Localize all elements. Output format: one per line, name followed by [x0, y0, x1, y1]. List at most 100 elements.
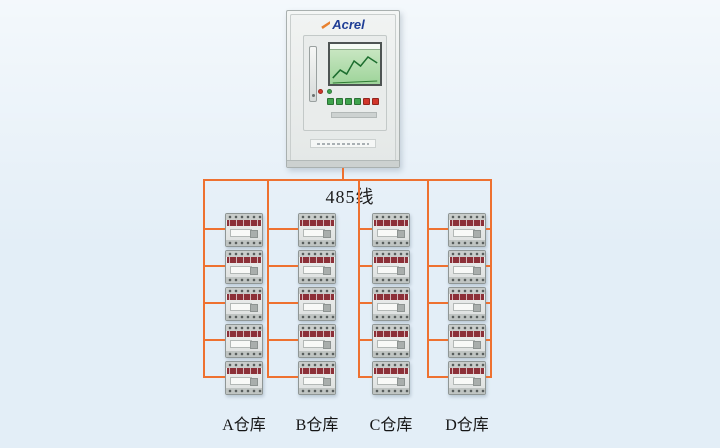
meter-module: [448, 287, 486, 321]
bus-line-vertical: [358, 179, 360, 378]
meter-module: [372, 361, 410, 395]
terminal-strip-bottom: [299, 388, 335, 394]
warehouse-label: B仓库: [295, 417, 339, 434]
bus-stub: [358, 376, 372, 378]
meter-body: [449, 337, 485, 351]
terminal-strip-top: [226, 288, 262, 294]
terminal-strip-bottom: [373, 314, 409, 320]
terminal-strip-bottom: [373, 351, 409, 357]
bus-label: 485线: [325, 187, 375, 207]
bus-stub: [486, 265, 490, 267]
meter-module: [225, 213, 263, 247]
terminal-strip-bottom: [449, 351, 485, 357]
meter-module: [298, 324, 336, 358]
meter-band: [227, 331, 261, 337]
bus-stub: [358, 228, 372, 230]
bus-line-vertical: [267, 179, 269, 378]
meter-band: [374, 368, 408, 374]
bus-stub: [486, 302, 490, 304]
bus-stub: [486, 376, 490, 378]
control-button: [354, 98, 361, 105]
bus-stub: [358, 302, 372, 304]
meter-band: [227, 294, 261, 300]
terminal-strip-top: [373, 325, 409, 331]
bus-stub: [358, 339, 372, 341]
meter-module: [372, 213, 410, 247]
meter-band: [450, 220, 484, 226]
indicator-light: [327, 89, 332, 94]
control-buttons: [327, 98, 379, 105]
meter-module: [225, 287, 263, 321]
meter-band: [450, 331, 484, 337]
terminal-strip-top: [373, 214, 409, 220]
terminal-strip-top: [226, 325, 262, 331]
meter-band: [300, 294, 334, 300]
meter-module: [225, 250, 263, 284]
meter-band: [450, 368, 484, 374]
bus-stub: [203, 376, 225, 378]
acrel-logo-mark-icon: [321, 21, 331, 29]
terminal-strip-top: [449, 251, 485, 257]
terminal-strip-top: [449, 288, 485, 294]
meter-module: [225, 324, 263, 358]
meter-band: [227, 257, 261, 263]
lcd-header: [330, 44, 380, 50]
meter-display: [230, 229, 252, 237]
meter-band: [374, 257, 408, 263]
terminal-strip-top: [299, 251, 335, 257]
bus-stub: [427, 339, 448, 341]
warehouse-label: C仓库: [369, 417, 413, 434]
cabinet-base: [287, 160, 399, 167]
meter-body: [373, 337, 409, 351]
terminal-strip-bottom: [449, 277, 485, 283]
terminal-strip-top: [449, 214, 485, 220]
terminal-strip-bottom: [373, 277, 409, 283]
meter-body: [449, 300, 485, 314]
meter-band: [300, 220, 334, 226]
bus-stub: [267, 339, 298, 341]
terminal-strip-bottom: [299, 314, 335, 320]
meter-display: [453, 377, 475, 385]
control-button: [372, 98, 379, 105]
terminal-strip-bottom: [449, 388, 485, 394]
bus-stub: [358, 265, 372, 267]
meter-module: [298, 361, 336, 395]
meter-display: [453, 340, 475, 348]
meter-body: [449, 263, 485, 277]
terminal-strip-top: [226, 214, 262, 220]
lcd-screen: [328, 42, 382, 86]
meter-band: [374, 220, 408, 226]
bus-stub: [203, 265, 225, 267]
meter-display: [303, 303, 325, 311]
meter-band: [450, 257, 484, 263]
monitoring-cabinet: Acrel: [286, 10, 400, 168]
bus-stub: [486, 339, 490, 341]
cabinet-nameplate: [310, 139, 376, 148]
terminal-strip-top: [373, 288, 409, 294]
terminal-strip-top: [299, 325, 335, 331]
bus-stub: [427, 376, 448, 378]
meter-body: [226, 374, 262, 388]
meter-body: [449, 226, 485, 240]
warehouse-label: A仓库: [222, 417, 266, 434]
bus-stub: [203, 302, 225, 304]
terminal-strip-bottom: [373, 388, 409, 394]
vent-slot: [331, 112, 377, 118]
bus-stub: [267, 228, 298, 230]
meter-body: [226, 263, 262, 277]
meter-display: [453, 303, 475, 311]
control-button: [345, 98, 352, 105]
meter-display: [303, 340, 325, 348]
meter-band: [227, 220, 261, 226]
bus-line-horizontal: [203, 179, 492, 181]
bus-line-vertical: [203, 179, 205, 378]
bus-stub: [427, 228, 448, 230]
meter-module: [372, 250, 410, 284]
bus-stub: [427, 265, 448, 267]
indicator-lights: [318, 89, 332, 94]
meter-display: [453, 229, 475, 237]
terminal-strip-bottom: [226, 314, 262, 320]
meter-module: [448, 250, 486, 284]
terminal-strip-bottom: [449, 314, 485, 320]
